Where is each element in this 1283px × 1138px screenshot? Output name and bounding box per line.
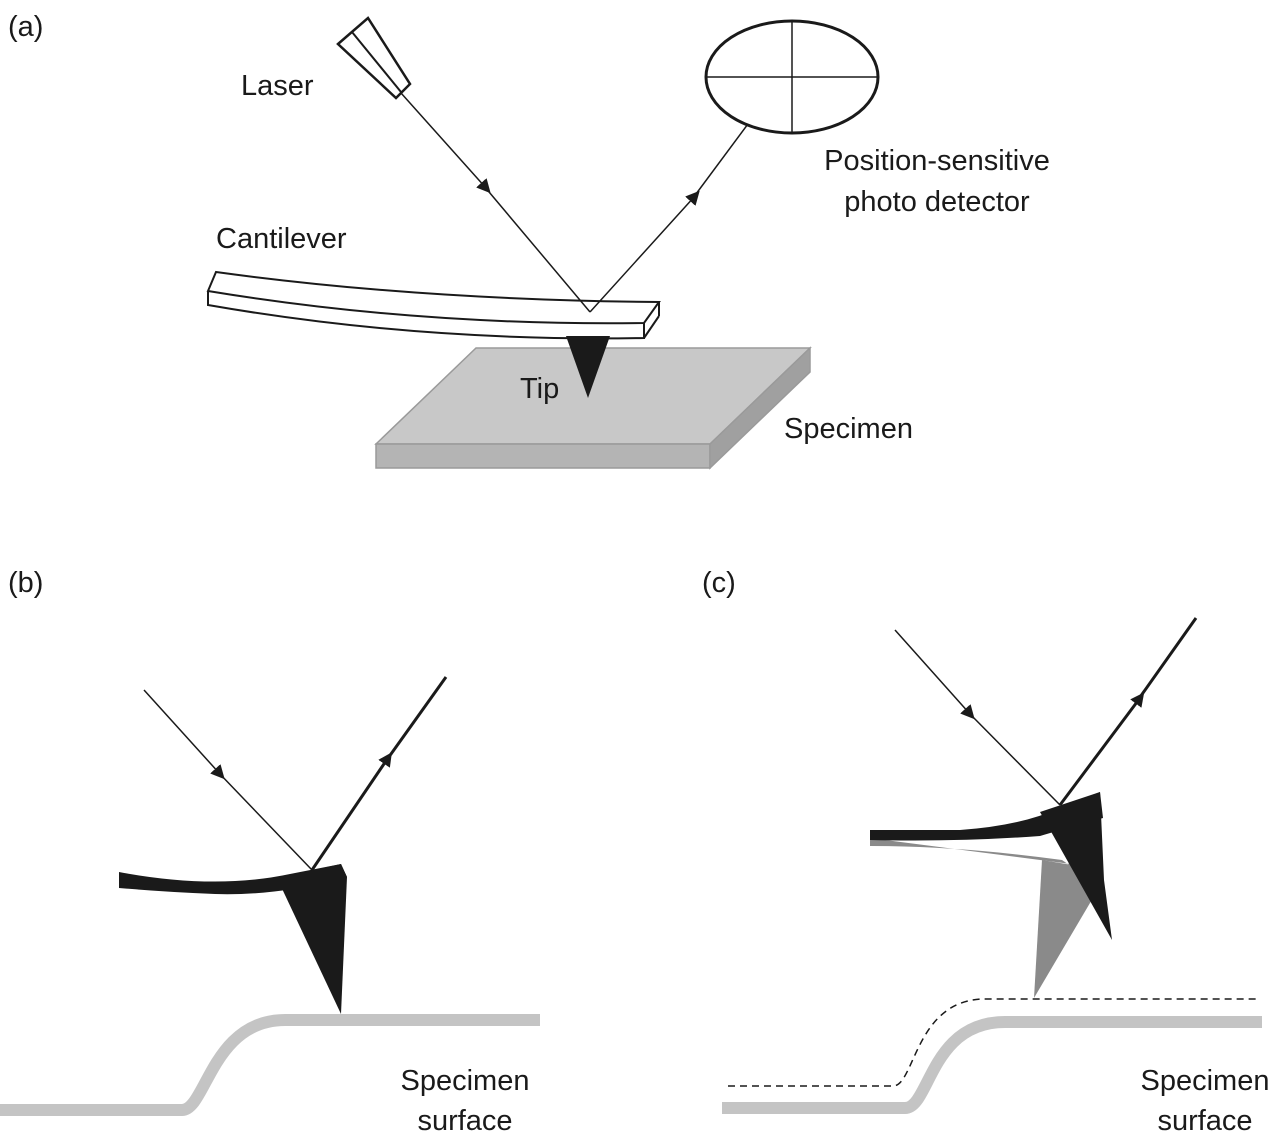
reflected-beam-arrow	[310, 752, 392, 871]
surface-label-line2: surface	[417, 1105, 512, 1137]
tip-shape	[277, 864, 347, 1014]
incident-beam-arrow	[143, 689, 225, 780]
tip-label: Tip	[520, 373, 559, 405]
specimen-front-face	[375, 443, 711, 469]
incident-beam-arrow	[894, 629, 975, 720]
original-tip-ghost	[1034, 860, 1102, 998]
laser-emitter-icon	[336, 16, 412, 100]
specimen-surface-line	[0, 1014, 540, 1116]
laser-label: Laser	[241, 70, 314, 102]
incident-beam	[217, 771, 313, 871]
cantilever-label: Cantilever	[216, 223, 347, 255]
specimen-label: Specimen	[784, 413, 913, 445]
surface-label-line1: Specimen	[401, 1065, 530, 1097]
detector-label-line1: Position-sensitive	[824, 145, 1050, 177]
specimen-surface-line	[722, 1016, 1262, 1114]
cantilever-shape	[206, 270, 661, 340]
incident-beam	[483, 185, 591, 313]
photo-detector-icon	[704, 19, 880, 135]
incident-beam-arrow	[400, 92, 491, 194]
reflected-beam-arrow	[589, 190, 700, 313]
deflected-tip-shape	[1040, 792, 1112, 940]
panel-c: (c) Specimen surface	[702, 567, 1269, 1137]
detector-label-line2: photo detector	[844, 186, 1030, 218]
surface-label-line2: surface	[1157, 1105, 1252, 1137]
reflected-beam-arrow	[1058, 692, 1145, 806]
panel-b: (b) Specimen surface	[0, 567, 540, 1137]
specimen-side-face	[709, 346, 811, 470]
tip-shape	[566, 336, 610, 398]
tip-trace-dashed-line	[728, 998, 1256, 1087]
incident-beam	[967, 711, 1061, 806]
panel-b-tag: (b)	[8, 567, 43, 599]
specimen-block	[374, 346, 812, 470]
deflected-cantilever-shape	[870, 792, 1103, 841]
original-cantilever-ghost	[870, 838, 1102, 886]
panel-a: (a) L	[8, 11, 1050, 470]
reflected-beam	[1136, 617, 1198, 701]
surface-label-line1: Specimen	[1141, 1065, 1270, 1097]
panel-c-tag: (c)	[702, 567, 736, 599]
reflected-beam	[384, 676, 448, 762]
panel-a-tag: (a)	[8, 11, 43, 43]
